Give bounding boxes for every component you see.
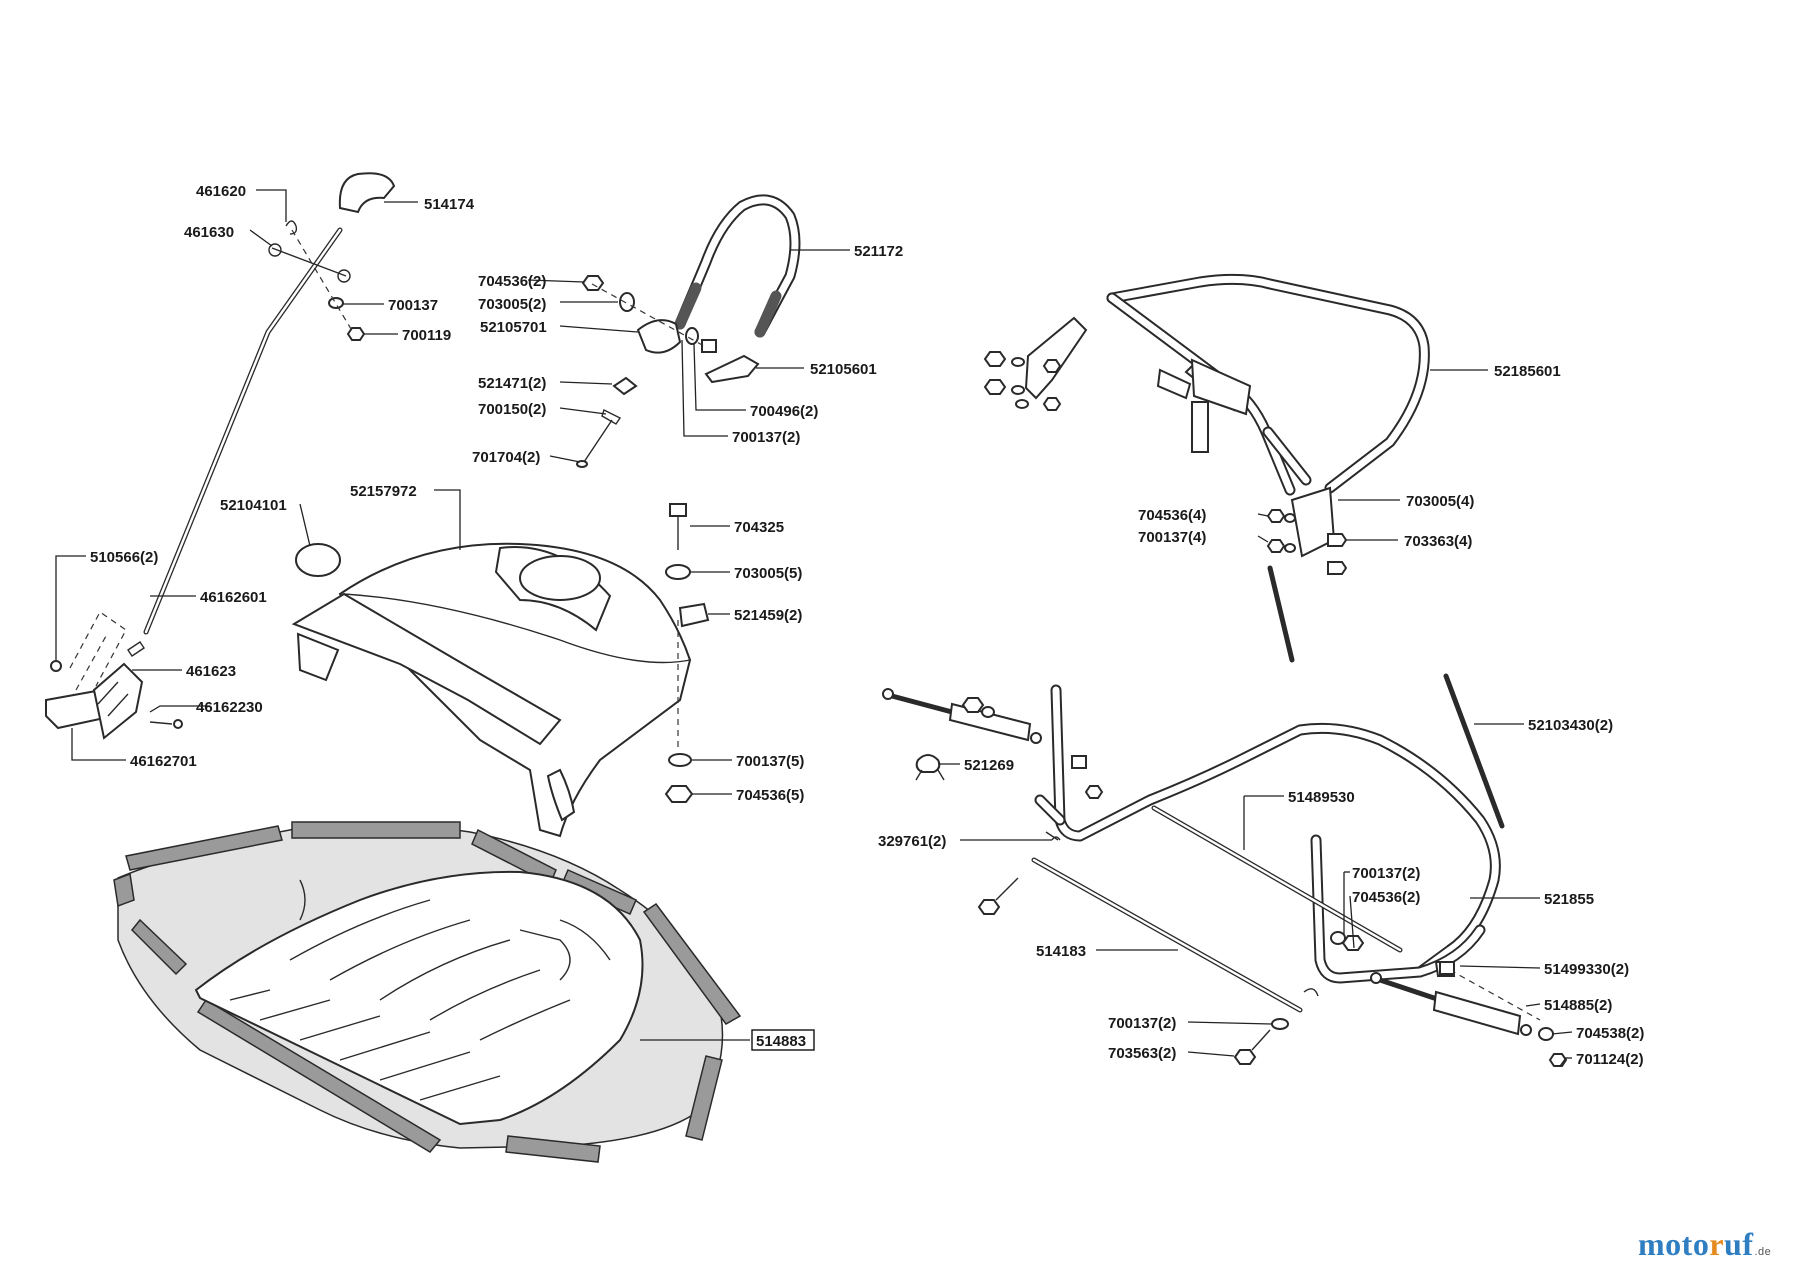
label-46162601: 46162601	[200, 589, 267, 606]
label-703563-2: 703563(2)	[1108, 1045, 1176, 1062]
label-52157972: 52157972	[350, 483, 417, 500]
brand-part-2: r	[1709, 1226, 1725, 1262]
label-46162230: 46162230	[196, 699, 263, 716]
leader-lines	[55, 189, 1573, 1067]
label-514883-box	[751, 1029, 815, 1051]
label-700119: 700119	[402, 327, 451, 344]
label-701124-2: 701124(2)	[1576, 1051, 1644, 1068]
label-704536-4: 704536(4)	[1138, 507, 1206, 524]
label-704536-5: 704536(5)	[736, 787, 804, 804]
label-704536-2-top: 704536(2)	[478, 273, 546, 290]
label-700137-5: 700137(5)	[736, 753, 804, 770]
label-700137-2-bottom: 700137(2)	[1108, 1015, 1176, 1032]
brand-tld: .de	[1754, 1246, 1772, 1258]
label-703005-4: 703005(4)	[1406, 493, 1474, 510]
label-700150-2: 700150(2)	[478, 401, 546, 418]
label-514883: 514883	[756, 1033, 806, 1050]
label-52185601: 52185601	[1494, 363, 1561, 380]
rear-frame-52185601	[983, 273, 1430, 575]
label-510566-2: 510566(2)	[90, 549, 158, 566]
lower-frame-521855	[882, 565, 1568, 1067]
label-704538-2: 704538(2)	[1576, 1025, 1644, 1042]
label-52103430-2: 52103430(2)	[1528, 717, 1613, 734]
label-704536-2-mid: 704536(2)	[1352, 889, 1420, 906]
pedal-assembly	[45, 611, 183, 740]
label-521471-2: 521471(2)	[478, 375, 546, 392]
label-461623: 461623	[186, 663, 236, 680]
label-52104101: 52104101	[220, 497, 287, 514]
label-521855: 521855	[1544, 891, 1594, 908]
label-700137-2-top: 700137(2)	[732, 429, 800, 446]
label-329761-2: 329761(2)	[878, 833, 946, 850]
brand-logo: motoruf.de	[1638, 1226, 1771, 1263]
brand-part-1: moto	[1638, 1226, 1710, 1262]
label-521459-2: 521459(2)	[734, 607, 802, 624]
label-51499330-2: 51499330(2)	[1544, 961, 1629, 978]
label-46162701: 46162701	[130, 753, 197, 770]
label-700137: 700137	[388, 297, 438, 314]
left-bolt-cluster	[983, 351, 1062, 411]
cover-hardware-stack	[664, 503, 710, 803]
cover-52157972	[291, 542, 692, 838]
handle-521172	[576, 194, 801, 468]
label-52105701: 52105701	[480, 319, 547, 336]
label-521269: 521269	[964, 757, 1014, 774]
label-514885-2: 514885(2)	[1544, 997, 1612, 1014]
label-700137-4: 700137(4)	[1138, 529, 1206, 546]
label-701704-2: 701704(2)	[472, 449, 540, 466]
label-514174: 514174	[424, 196, 475, 213]
label-521172: 521172	[854, 243, 903, 260]
label-704325: 704325	[734, 519, 784, 536]
label-703005-5: 703005(5)	[734, 565, 802, 582]
label-461620: 461620	[196, 183, 246, 200]
label-52105601: 52105601	[810, 361, 877, 378]
lever-rod-assembly	[143, 172, 396, 635]
label-51489530: 51489530	[1288, 789, 1355, 806]
part-labels: 461620 514174 461630 700137 700119 52117…	[90, 183, 1644, 1068]
right-bolt-cluster	[1266, 486, 1348, 575]
grass-bag-514883	[113, 821, 742, 1163]
label-514183: 514183	[1036, 943, 1086, 960]
label-700137-2-mid: 700137(2)	[1352, 865, 1420, 882]
brand-part-3: uf	[1724, 1226, 1754, 1262]
label-703363-4: 703363(4)	[1404, 533, 1472, 550]
label-703005-2: 703005(2)	[478, 296, 546, 313]
label-700496-2: 700496(2)	[750, 403, 818, 420]
oval-label-52104101	[295, 543, 341, 577]
label-461630: 461630	[184, 224, 234, 241]
